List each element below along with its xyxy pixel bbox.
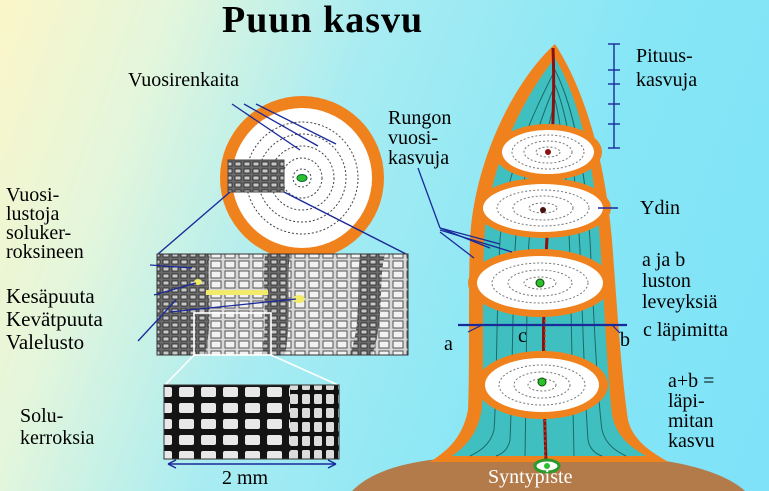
diagram-title: Puun kasvu bbox=[222, 0, 424, 41]
label-ydin: Ydin bbox=[640, 197, 680, 219]
label-syntypiste: Syntypiste bbox=[488, 466, 573, 488]
cell-micrograph bbox=[163, 384, 340, 460]
label-luston-leveyksia: a ja b luston leveyksiä bbox=[642, 249, 718, 313]
label-scale: 2 mm bbox=[222, 467, 269, 489]
wood-micrograph bbox=[156, 253, 409, 356]
annual-growth-callouts bbox=[417, 167, 513, 259]
label-lapimitta: c läpimitta bbox=[643, 319, 728, 341]
height-growth-bracket bbox=[608, 43, 620, 149]
label-lapimitan-kasvu: a+b = läpi- mitan kasvu bbox=[668, 370, 715, 452]
marker-a: a bbox=[444, 333, 453, 355]
label-vuosilustoja: Vuosi- lustoja soluker- roksineen bbox=[6, 184, 84, 263]
disc-2 bbox=[475, 178, 611, 238]
ring-disc bbox=[220, 96, 384, 260]
marker-c: c bbox=[518, 325, 527, 347]
label-kevatpuuta: Kevätpuuta bbox=[6, 307, 103, 331]
ground bbox=[352, 456, 745, 491]
label-rungon-vuosikasvuja: Rungon vuosi- kasvuja bbox=[388, 107, 452, 169]
label-kesapuuta: Kesäpuuta bbox=[6, 284, 95, 308]
disc-1 bbox=[494, 124, 602, 180]
label-pituuskasvuja: Pituus- kasvuja bbox=[636, 45, 698, 91]
micrograph-callouts bbox=[137, 264, 297, 342]
label-vuosirenkaita: Vuosirenkaita bbox=[128, 69, 239, 91]
rings-pointer bbox=[231, 103, 337, 151]
disc-4 bbox=[476, 351, 608, 419]
marker-b: b bbox=[620, 329, 630, 351]
scale-bar bbox=[167, 459, 337, 469]
label-valelusto: Valelusto bbox=[6, 330, 85, 354]
label-solukerroksia: Solu- kerroksia bbox=[20, 405, 95, 449]
disc-3 bbox=[468, 249, 612, 317]
